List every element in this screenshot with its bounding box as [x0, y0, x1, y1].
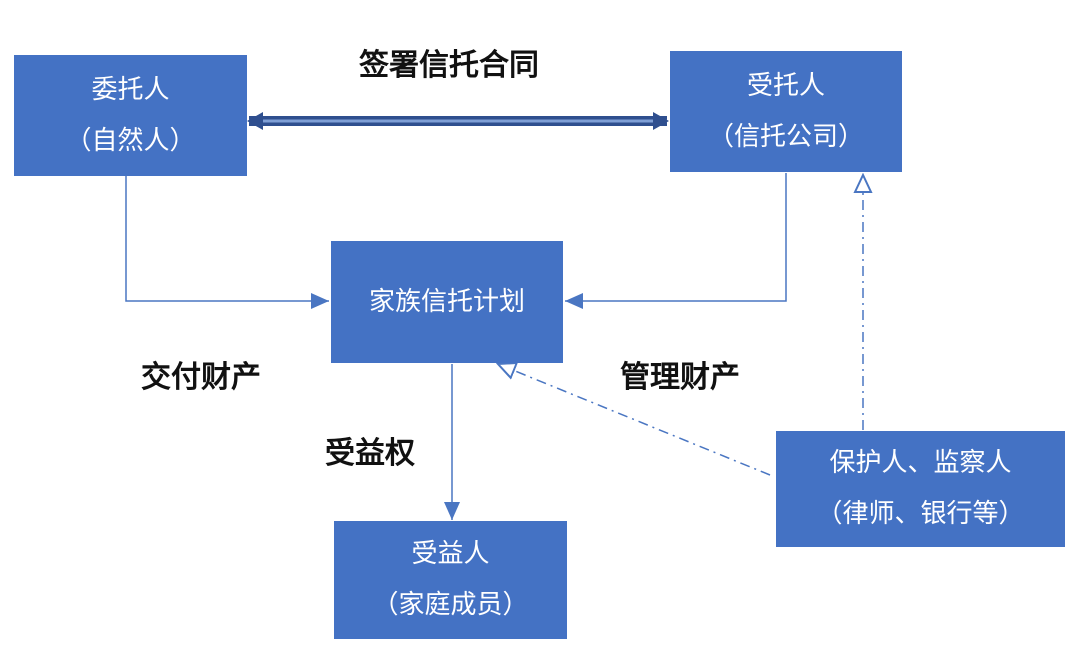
trustee-subtitle: （信托公司）: [707, 121, 864, 152]
trust-plan-title: 家族信托计划: [368, 286, 525, 317]
trustee-title: 受托人: [746, 70, 825, 101]
settlor-subtitle: （自然人）: [65, 125, 196, 156]
manage-property-arrow: [565, 173, 787, 309]
deliver-property-arrow: [125, 176, 329, 309]
trust-plan-box: 家族信托计划: [331, 241, 563, 363]
deliver-property-label: 交付财产: [141, 360, 261, 395]
contract-double-arrow: [247, 112, 669, 130]
beneficiary-title: 受益人: [411, 539, 490, 570]
protector-title: 保护人、监察人: [829, 448, 1012, 479]
protector-subtitle: （律师、银行等）: [816, 499, 1025, 529]
beneficial-rights-label: 受益权: [325, 436, 415, 471]
beneficiary-subtitle: （家庭成员）: [372, 590, 529, 620]
settlor-box: 委托人 （自然人）: [14, 55, 247, 176]
manage-property-label: 管理财产: [620, 360, 740, 395]
trustee-box: 受托人 （信托公司）: [670, 51, 902, 172]
settlor-title: 委托人: [91, 74, 170, 105]
protector-to-plan-arrow: [498, 364, 771, 476]
beneficiary-box: 受益人 （家庭成员）: [334, 521, 567, 639]
sign-contract-label: 签署信托合同: [359, 48, 539, 83]
protector-box: 保护人、监察人 （律师、银行等）: [776, 431, 1065, 547]
